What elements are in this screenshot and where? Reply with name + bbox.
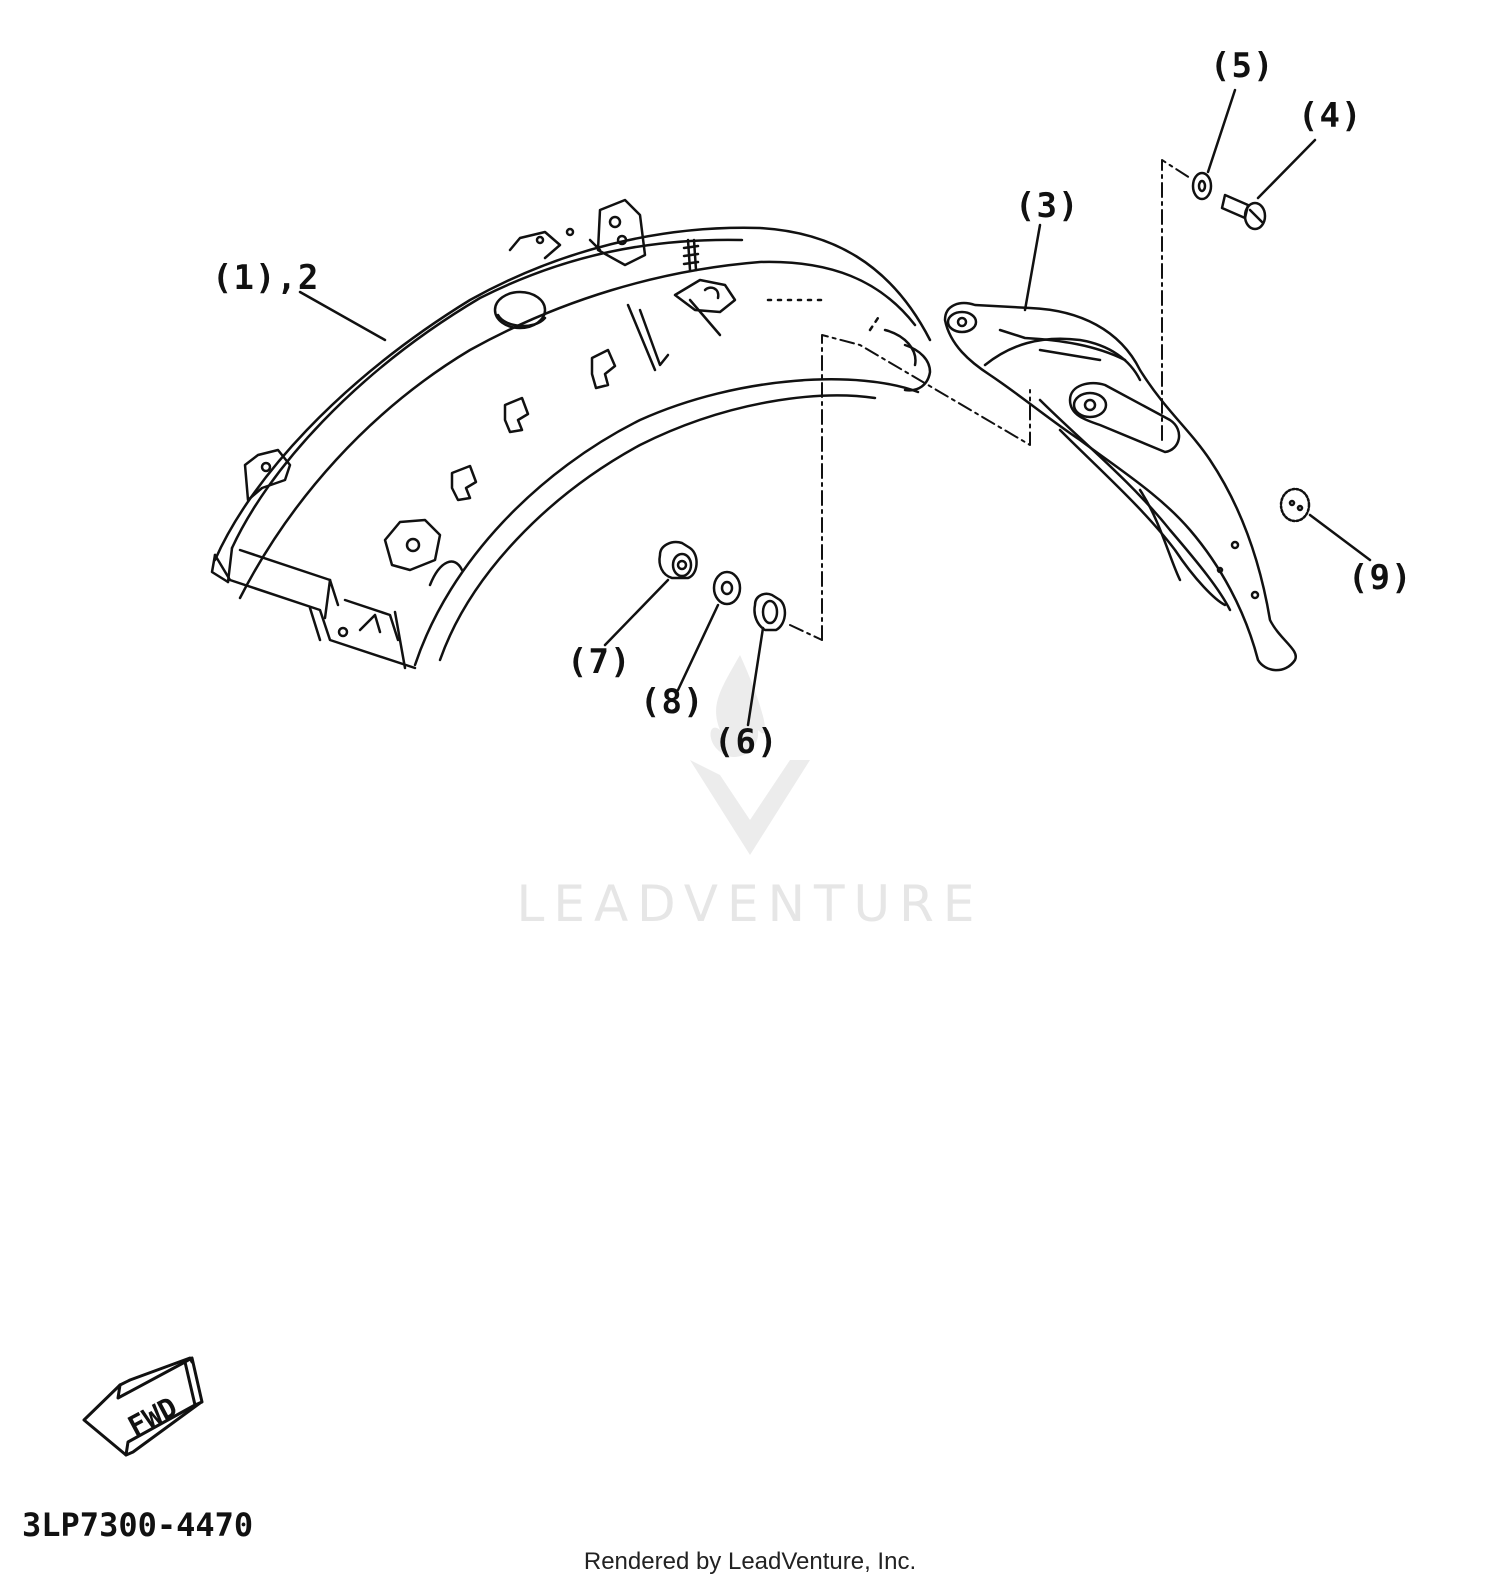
diagram-code: 3LP7300-4470 <box>22 1506 254 1544</box>
callout-washer-bottom: (8) <box>640 682 705 722</box>
rear-fender <box>210 198 932 670</box>
callout-nut: (7) <box>567 642 632 682</box>
rear-fender-stay <box>943 301 1297 672</box>
leader-lines <box>298 88 1372 727</box>
washer-bottom <box>712 570 742 606</box>
nut <box>658 540 698 580</box>
callout-cap: (9) <box>1348 558 1413 598</box>
leadventure-logo-icon <box>690 655 810 855</box>
callout-stay: (3) <box>1015 186 1080 226</box>
fwd-arrow-icon: FWD <box>82 1356 204 1457</box>
collar <box>753 592 787 632</box>
fender-clips <box>450 348 617 502</box>
washer-top <box>1191 171 1213 201</box>
cap <box>1279 487 1311 523</box>
bolt <box>1220 193 1267 231</box>
callout-washer-top: (5) <box>1210 46 1275 86</box>
render-credit: Rendered by LeadVenture, Inc. <box>583 1548 917 1575</box>
callout-collar: (6) <box>714 722 779 762</box>
callout-fender: (1),2 <box>212 258 320 298</box>
assembly-lines <box>789 159 1191 641</box>
callout-bolt: (4) <box>1298 96 1363 136</box>
watermark-text: LEADVENTURE <box>516 875 984 933</box>
